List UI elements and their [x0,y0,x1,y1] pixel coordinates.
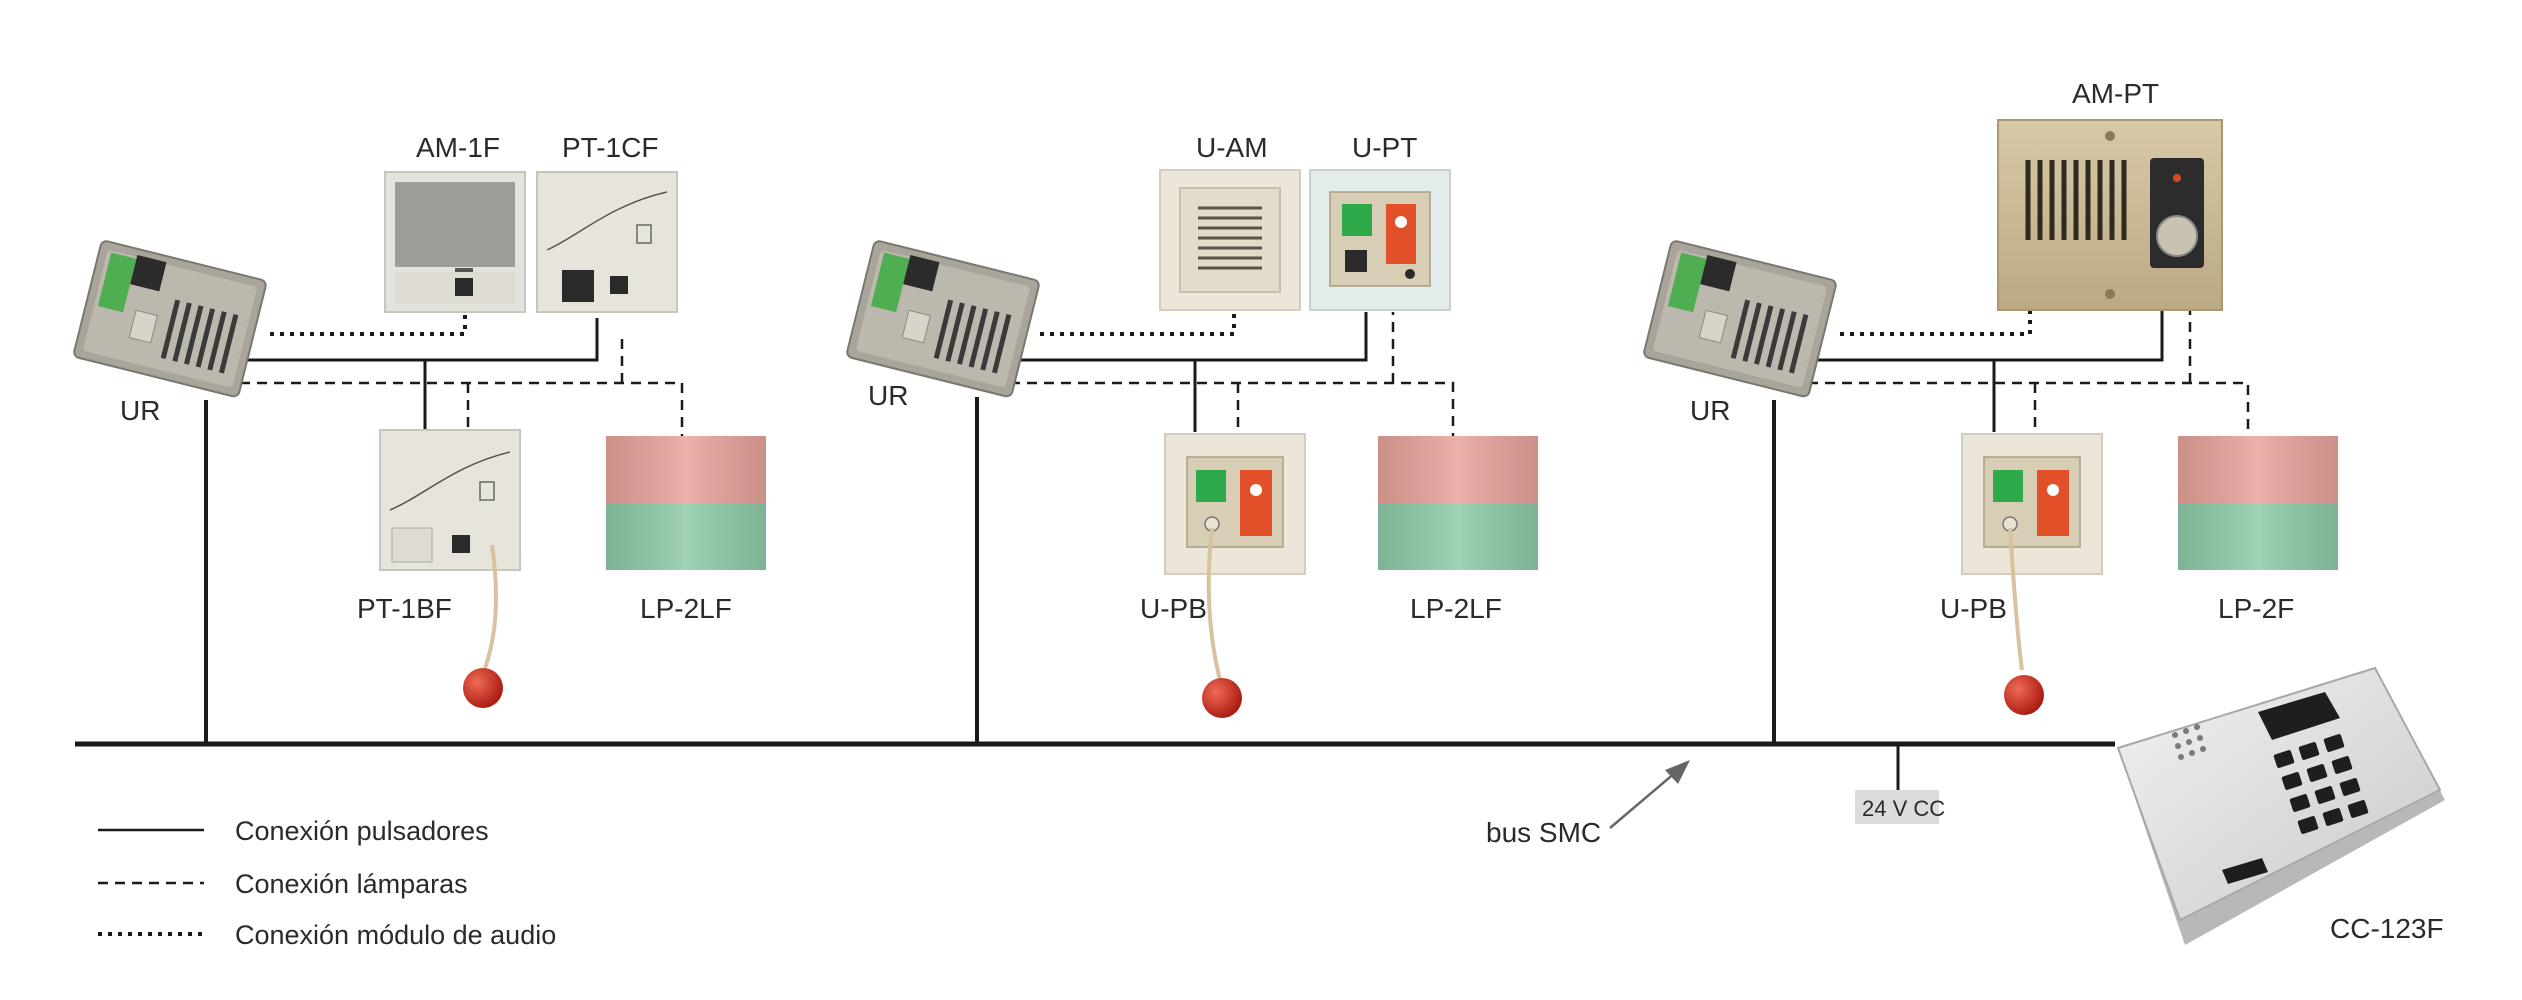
lamp-lp-2lf-2 [1378,436,1538,570]
ur-module-3 [1643,240,1837,398]
pull-label-3: U-PB [1940,593,2007,624]
group-3-wiring [1808,310,2250,436]
lamp-label-3: LP-2F [2218,593,2294,624]
pull-label-2: U-PB [1140,593,1207,624]
audio-module-am-1f [384,171,526,313]
lamp-label-2: LP-2LF [1410,593,1502,624]
group-2-wiring [1010,306,1455,436]
pull-cord-u-pb-2 [1961,433,2103,715]
pull-ball [2004,675,2044,715]
bus-smc [75,397,2115,790]
group-1: UR AM-1F PT-1CF PT-1B [73,132,766,708]
power-label: 24 V CC [1862,796,1945,821]
pull-ball [1202,678,1242,718]
pull-cord-u-pb-1 [1164,433,1306,718]
bus-arrow [1609,760,1690,829]
audio-label-1: AM-1F [416,132,500,163]
pull-label-1: PT-1BF [357,593,452,624]
pull-cord-pt-1bf [379,429,521,708]
audio-panel-am-pt [1997,119,2223,311]
ur-label-2: UR [868,380,908,411]
panel-u-pt [1309,169,1451,311]
audio-module-u-am [1159,169,1301,311]
ur-module-2 [846,240,1040,398]
ur-label-3: UR [1690,395,1730,426]
audio-label-2: U-AM [1196,132,1268,163]
pull-ball [463,668,503,708]
console-label: CC-123F [2330,913,2444,944]
panel-label-1: PT-1CF [562,132,658,163]
legend-solid-label: Conexión pulsadores [235,816,489,846]
ur-label-1: UR [120,395,160,426]
legend: Conexión pulsadores Conexión lámparas Co… [98,816,556,950]
lamp-label-1: LP-2LF [640,593,732,624]
group-3: UR AM-PT [1643,78,2338,715]
panel-label-2: U-PT [1352,132,1417,163]
lamp-lp-2f [2178,436,2338,570]
panel-pt-1cf [536,171,678,313]
power-badge: 24 V CC [1855,790,1945,824]
group-2: UR U-AM U-PT [846,132,1538,718]
console-cc-123f [2116,666,2445,945]
legend-dotted-label: Conexión módulo de audio [235,920,556,950]
lamp-lp-2lf-1 [606,436,766,570]
legend-dashed-label: Conexión lámparas [235,869,468,899]
group-1-wiring [240,312,684,436]
bus-label: bus SMC [1486,817,1601,848]
audio-label-3: AM-PT [2072,78,2159,109]
ur-module-1 [73,240,267,398]
